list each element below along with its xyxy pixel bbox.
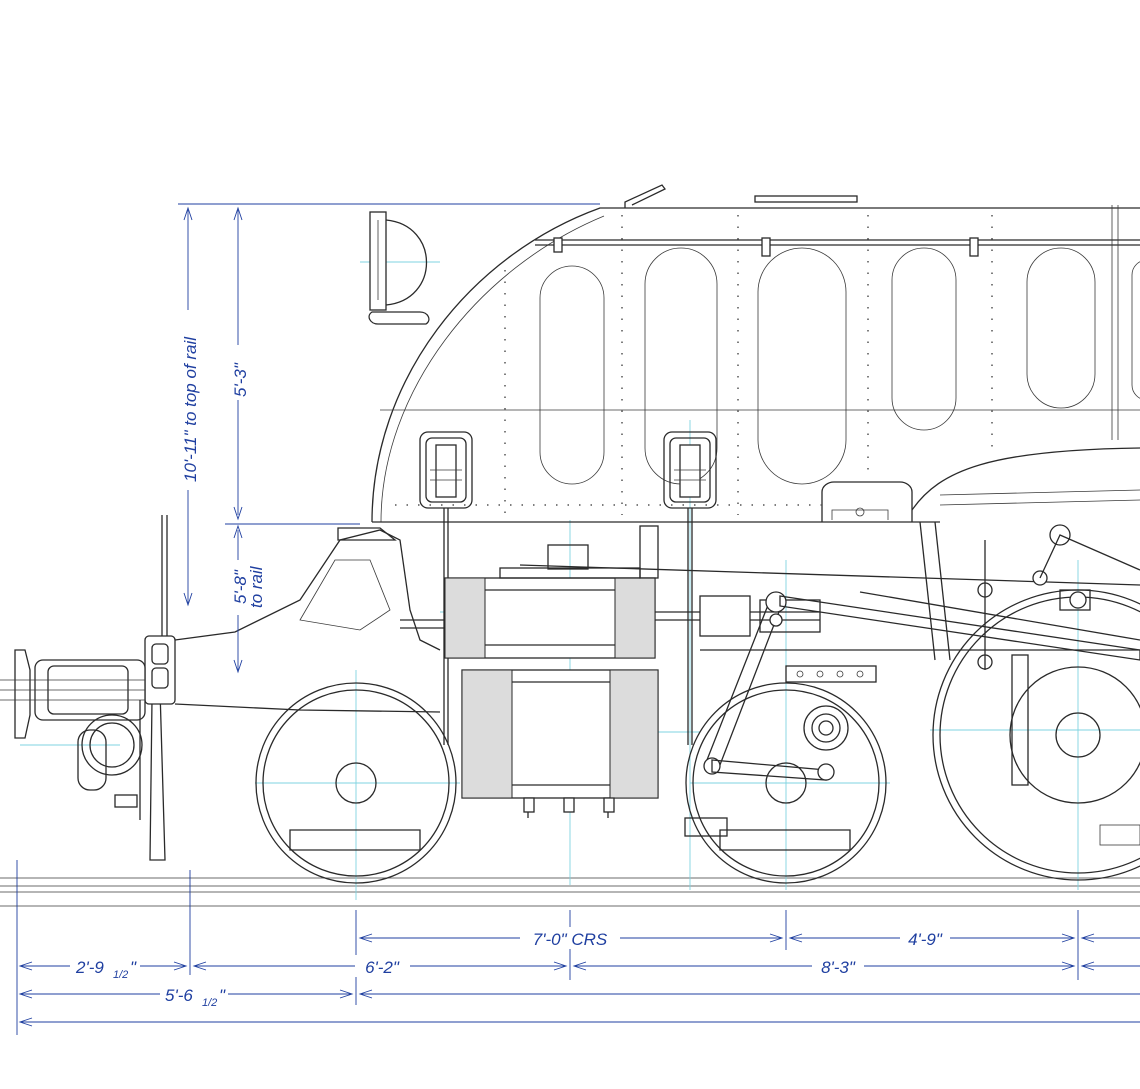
coupler-to-truck-label: 5'-6	[165, 986, 193, 1005]
headlight	[368, 211, 430, 325]
upper-height-label: 5'-3"	[231, 362, 250, 397]
label-mask-overall	[172, 310, 206, 490]
label-mask-lower	[226, 560, 266, 615]
label-mask-crs	[520, 927, 620, 949]
label-mask-spacing	[900, 927, 950, 949]
leading-driver-wheel	[684, 682, 887, 884]
lower-height-sublabel: to rail	[247, 565, 266, 608]
front-overhang-fraction: 1/2	[113, 969, 128, 981]
lower-height-label: 5'-8"	[231, 569, 250, 604]
front-overhang-inch-mark: "	[130, 958, 137, 977]
main-driver-wheel	[932, 589, 1140, 881]
wheel-spacing-label: 4'-9"	[908, 930, 943, 949]
label-mask-cyl-driver	[812, 955, 864, 977]
coupler-to-truck-fraction: 1/2	[202, 997, 217, 1009]
cylinder-centers-label: 7'-0" CRS	[533, 930, 608, 949]
front-overhang-label: 2'-9	[75, 958, 104, 977]
label-mask-front	[70, 955, 140, 979]
label-mask-coupler-cyl	[355, 955, 410, 977]
valve-gear	[519, 521, 1140, 781]
pilot-and-coupler	[0, 515, 441, 861]
label-mask-truck	[160, 983, 228, 1007]
cylinder-assembly	[400, 525, 821, 818]
pilot-truck-wheel	[255, 682, 457, 884]
coupler-to-truck-inch-mark: "	[219, 986, 226, 1005]
rivet-rows	[395, 215, 993, 515]
boiler-shroud	[371, 184, 1140, 523]
cylinder-to-driver-label: 8'-3"	[821, 958, 856, 977]
label-mask-upper	[228, 345, 252, 400]
coupler-to-cylinder-label: 6'-2"	[365, 958, 400, 977]
overall-height-label: 10'-11" to top of rail	[181, 336, 200, 482]
